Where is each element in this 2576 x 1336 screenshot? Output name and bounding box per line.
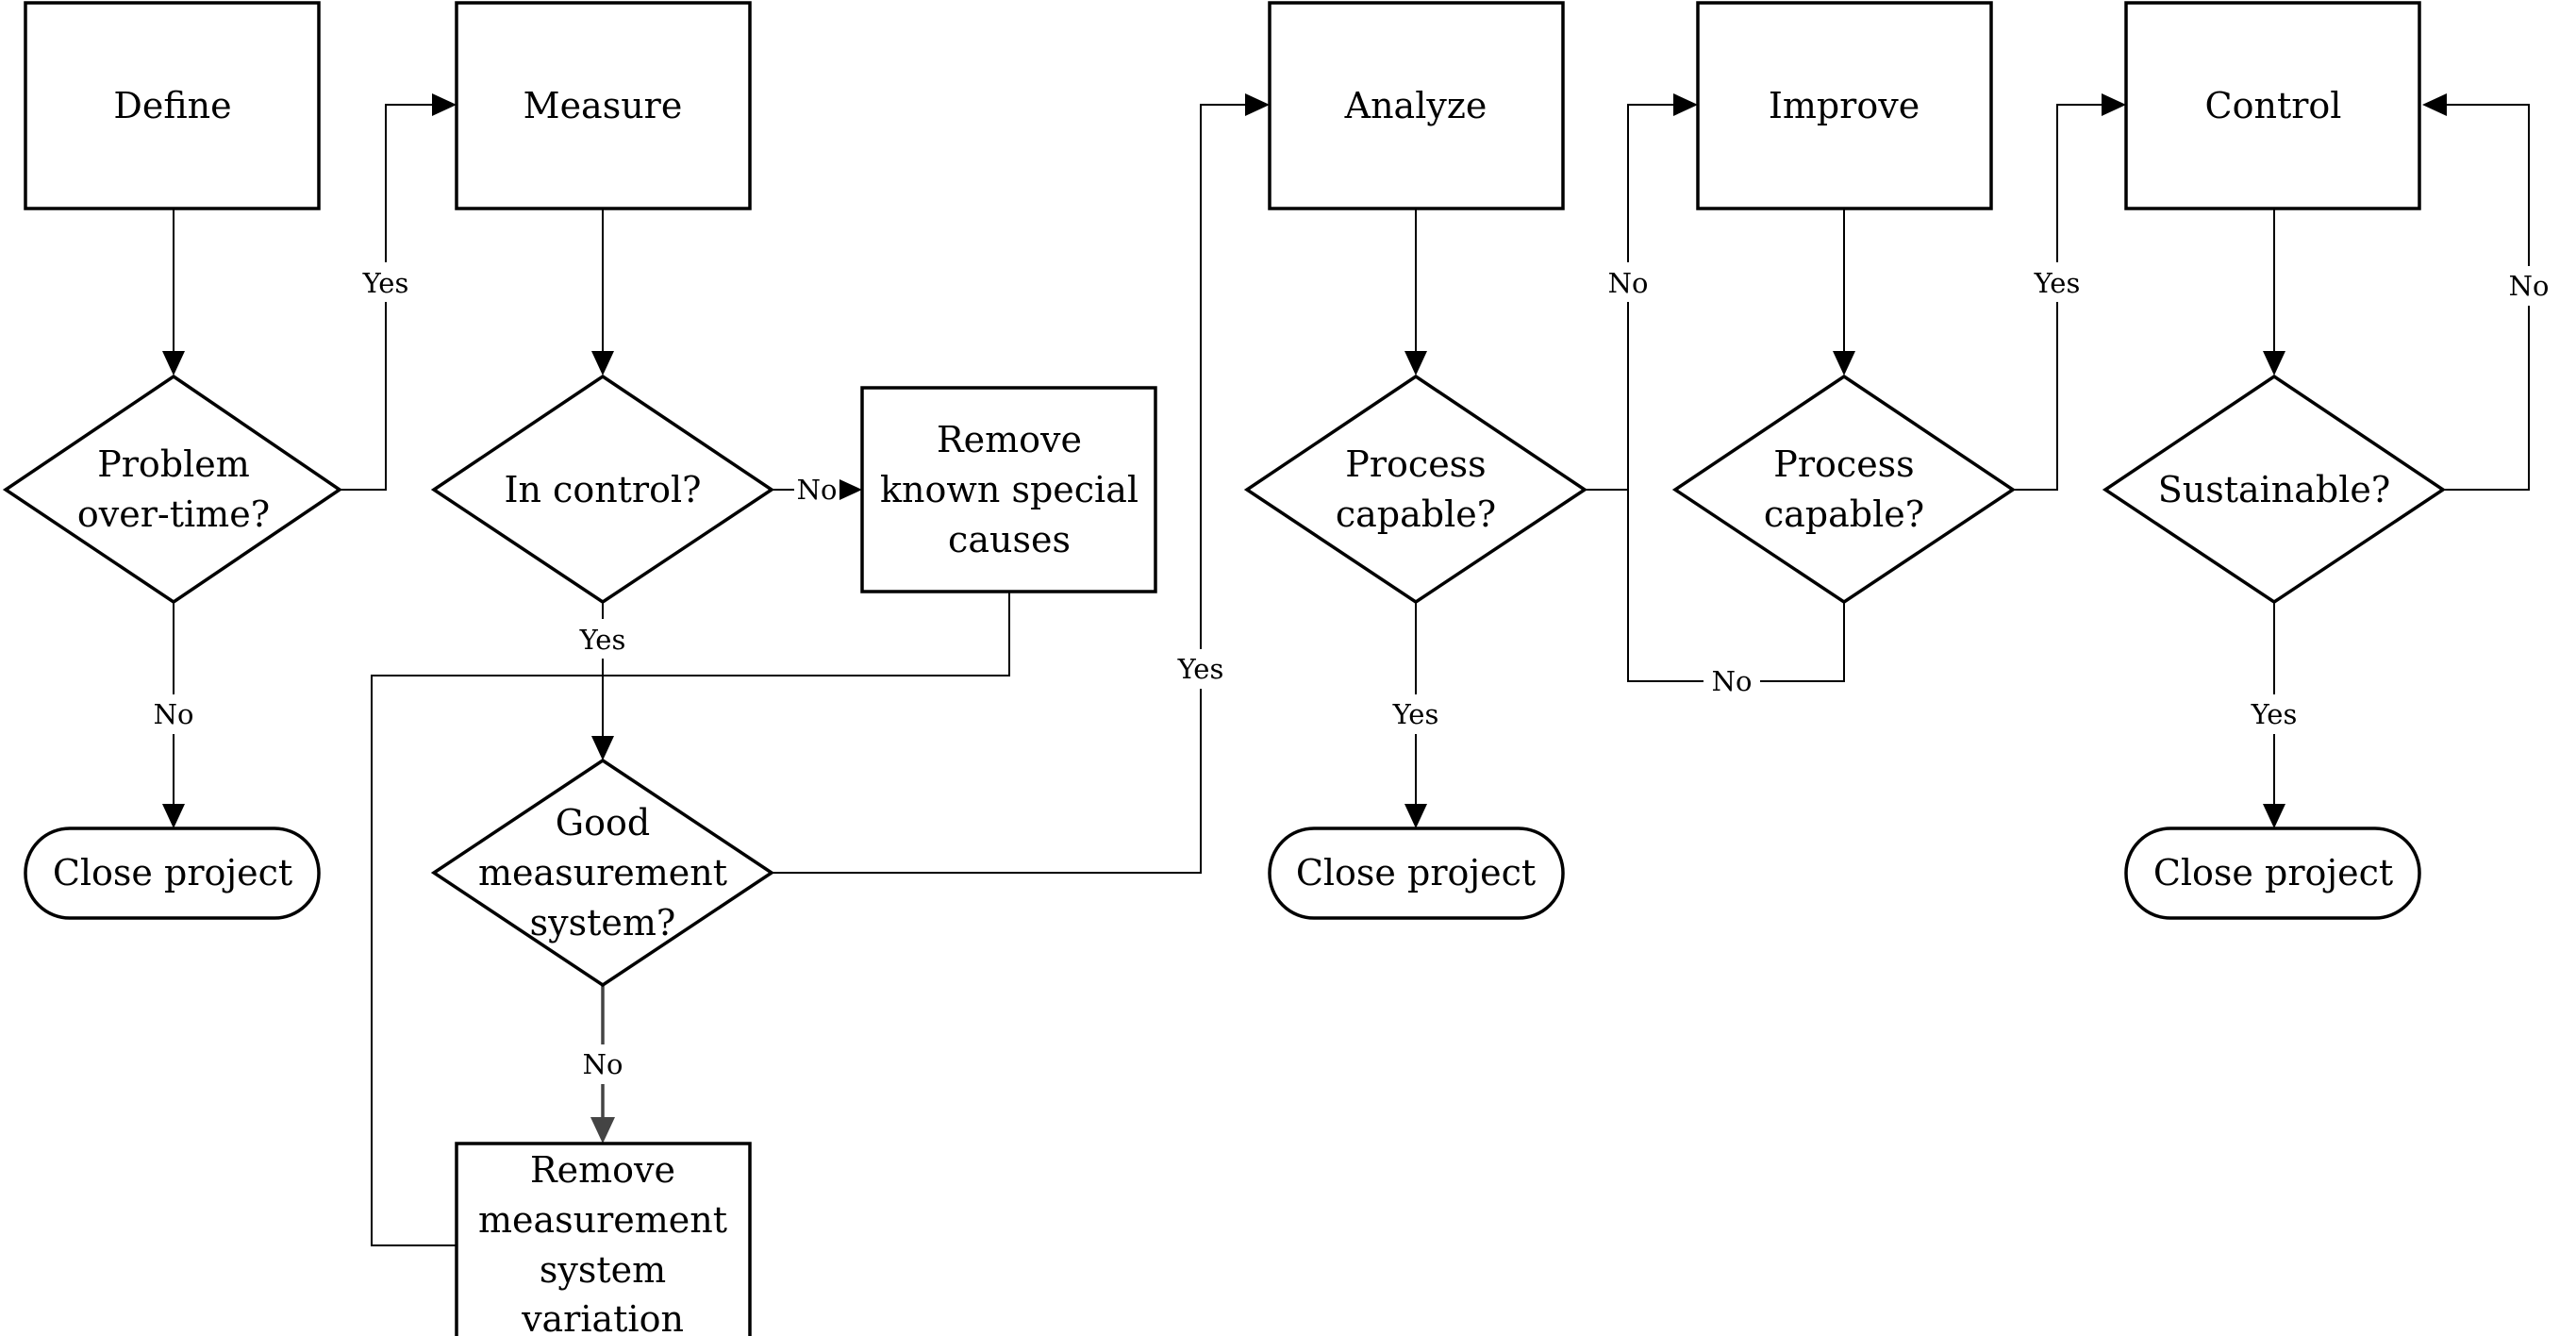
terminator-close-analyze: Close project xyxy=(1268,827,1565,920)
node-analyze-label: Analyze xyxy=(1344,85,1487,126)
edge-label-good-no: No xyxy=(583,1048,623,1080)
nodes: Define Measure Analyze Improve Control P… xyxy=(2,1,2447,1336)
node-control: Control xyxy=(2124,1,2421,210)
terminator-close-define: Close project xyxy=(24,827,321,920)
node-define: Define xyxy=(24,1,321,210)
arrowhead xyxy=(590,1117,615,1144)
decision-analyze-line-1: Process xyxy=(1345,443,1486,485)
decision-process-capable-improve: Process capable? xyxy=(1671,374,2017,605)
edge-label-analyze-capable-yes: Yes xyxy=(1392,698,1439,730)
arrowhead xyxy=(432,93,457,116)
node-measure-label: Measure xyxy=(524,85,683,126)
arrowhead xyxy=(2102,93,2126,116)
arrowhead xyxy=(1404,351,1427,376)
decision-sustainable-label: Sustainable? xyxy=(2158,469,2391,510)
process-remove-special-causes: Remove known special causes xyxy=(860,386,1157,593)
process-remove-measurement-variation: Remove measurement system variation xyxy=(455,1142,752,1336)
edge-label-improve-capable-no: No xyxy=(1712,665,1753,697)
edge-good-yes-to-analyze xyxy=(772,104,1245,874)
terminator-close-analyze-label: Close project xyxy=(1296,852,1536,893)
arrowhead xyxy=(591,736,614,760)
edge-label-good-yes: Yes xyxy=(1177,653,1224,685)
decision-process-capable-analyze: Process capable? xyxy=(1243,374,1588,605)
decision-in-control: In control? xyxy=(430,374,775,605)
decision-good-measurement: Good measurement system? xyxy=(430,758,775,988)
edge-label-improve-capable-yes: Yes xyxy=(2034,267,2081,299)
edge-labels: Yes No No Yes Yes No Yes No No Yes No Ye… xyxy=(145,262,2557,1084)
edge-label-sustainable-no: No xyxy=(2509,270,2550,302)
edge-label-problem-no: No xyxy=(154,698,194,730)
remove-measurement-line-3: system xyxy=(540,1249,666,1291)
node-analyze: Analyze xyxy=(1268,1,1565,210)
node-control-label: Control xyxy=(2205,85,2342,126)
arrowhead xyxy=(2263,351,2285,376)
decision-good-line-3: system? xyxy=(530,902,676,944)
node-define-label: Define xyxy=(113,85,231,126)
arrowhead xyxy=(162,804,185,828)
remove-measurement-line-1: Remove xyxy=(530,1149,675,1191)
edge-label-analyze-capable-no: No xyxy=(1608,267,1649,299)
decision-good-line-2: measurement xyxy=(478,852,727,893)
edge-label-in-control-no: No xyxy=(797,474,838,506)
edge-remove-loop-back xyxy=(371,593,1010,1246)
decision-good-line-1: Good xyxy=(556,802,650,843)
decision-improve-line-2: capable? xyxy=(1764,493,1924,535)
node-improve: Improve xyxy=(1696,1,1993,210)
edge-label-in-control-yes: Yes xyxy=(579,624,626,656)
terminator-close-define-label: Close project xyxy=(53,852,292,893)
arrowhead xyxy=(1833,351,1855,376)
decision-sustainable: Sustainable? xyxy=(2102,374,2447,605)
decision-problem-line-1: Problem xyxy=(97,443,250,485)
node-improve-label: Improve xyxy=(1769,85,1920,126)
remove-special-line-1: Remove xyxy=(937,419,1082,460)
remove-special-line-3: causes xyxy=(948,519,1071,560)
remove-special-line-2: known special xyxy=(880,469,1138,510)
edge-label-problem-yes: Yes xyxy=(362,267,409,299)
decision-problem-line-2: over-time? xyxy=(77,493,270,535)
terminator-close-control-label: Close project xyxy=(2153,852,2393,893)
decision-analyze-line-2: capable? xyxy=(1336,493,1496,535)
remove-measurement-line-4: variation xyxy=(521,1298,684,1336)
node-measure: Measure xyxy=(455,1,752,210)
arrowhead xyxy=(1404,804,1427,828)
arrowhead xyxy=(1673,93,1698,116)
arrowhead xyxy=(1245,93,1270,116)
connectors xyxy=(162,93,2530,1246)
arrowhead xyxy=(591,351,614,376)
decision-improve-line-1: Process xyxy=(1773,443,1914,485)
arrowhead xyxy=(839,479,862,500)
arrowhead xyxy=(2422,93,2447,116)
arrowhead xyxy=(162,351,185,376)
arrowhead xyxy=(2263,804,2285,828)
terminator-close-control: Close project xyxy=(2124,827,2421,920)
decision-in-control-label: In control? xyxy=(504,469,701,510)
remove-measurement-line-2: measurement xyxy=(478,1199,727,1241)
edge-label-sustainable-yes: Yes xyxy=(2251,698,2298,730)
decision-problem-overtime: Problem over-time? xyxy=(2,374,343,605)
